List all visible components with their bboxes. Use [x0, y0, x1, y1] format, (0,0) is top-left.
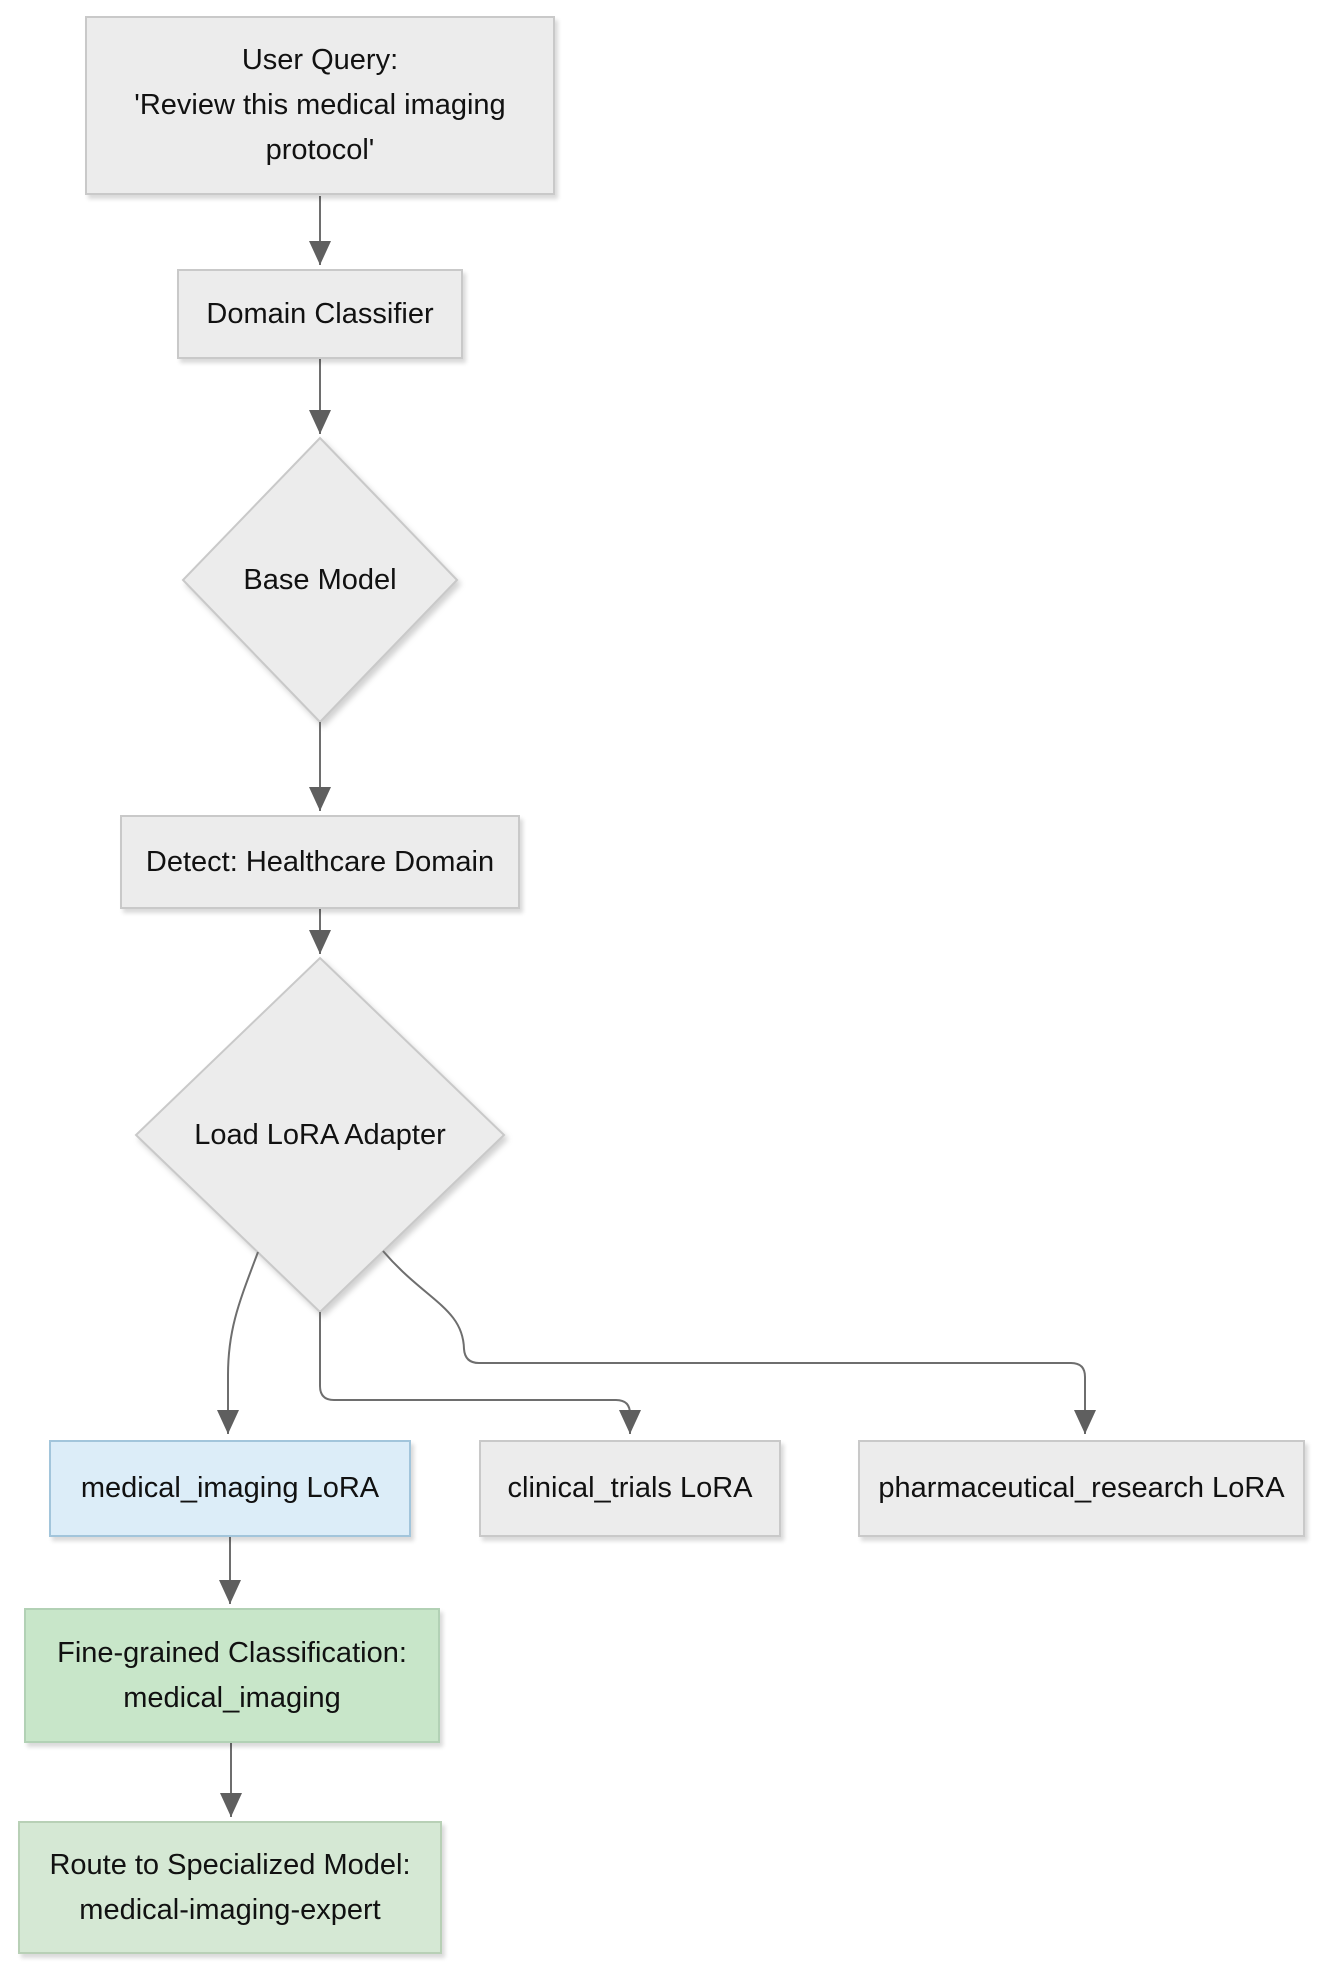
node-pharmaceutical-research-lora-label: pharmaceutical_research LoRA [878, 1472, 1285, 1504]
node-fine-grained-line2: medical_imaging [123, 1681, 341, 1714]
node-base-model-diamond [181, 436, 459, 724]
node-user-query-line3: protocol' [265, 134, 375, 166]
node-medical-imaging-lora: medical_imaging LoRA [49, 1440, 411, 1537]
node-load-lora-diamond [134, 956, 506, 1314]
node-route-line1: Route to Specialized Model: [49, 1848, 411, 1881]
node-detect-label: Detect: Healthcare Domain [145, 845, 495, 878]
node-clinical-trials-lora: clinical_trials LoRA [479, 1440, 781, 1537]
node-clinical-trials-lora-label: clinical_trials LoRA [507, 1472, 753, 1504]
node-fine-grained-classification: Fine-grained Classification: medical_ima… [24, 1608, 440, 1743]
node-domain-classifier-label: Domain Classifier [206, 297, 434, 330]
node-fine-grained-line1: Fine-grained Classification: [57, 1636, 407, 1669]
node-domain-classifier: Domain Classifier [177, 269, 463, 359]
node-route-line2: medical-imaging-expert [79, 1893, 381, 1926]
node-user-query-line2: 'Review this medical imaging [134, 89, 506, 121]
node-medical-imaging-lora-label: medical_imaging LoRA [80, 1472, 380, 1504]
node-pharmaceutical-research-lora: pharmaceutical_research LoRA [858, 1440, 1305, 1537]
node-detect-healthcare-domain: Detect: Healthcare Domain [120, 815, 520, 909]
edge-load-lora-to-medical-imaging [217, 1251, 259, 1434]
node-user-query: User Query: 'Review this medical imaging… [85, 16, 555, 195]
edge-load-lora-to-clinical-trials [319, 1312, 641, 1434]
edge-load-lora-to-pharmaceutical [382, 1250, 1096, 1434]
node-user-query-line1: User Query: [241, 44, 399, 76]
node-route-to-specialized-model: Route to Specialized Model: medical-imag… [18, 1821, 442, 1954]
